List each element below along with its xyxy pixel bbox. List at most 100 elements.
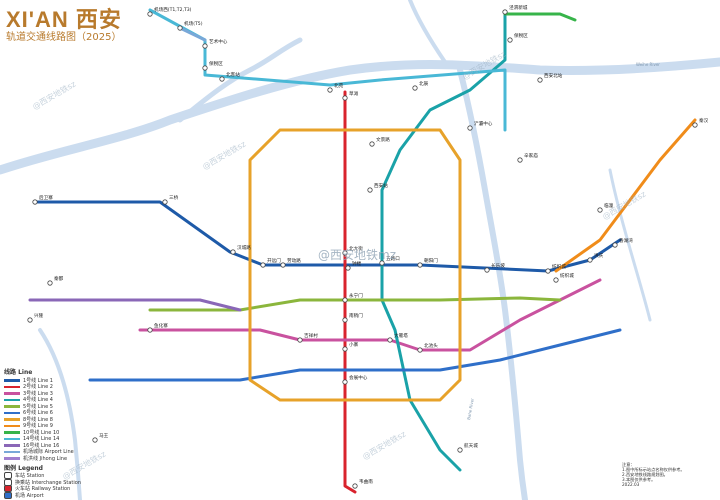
station-label: 机场(T5): [184, 20, 203, 27]
station-marker[interactable]: [342, 95, 348, 101]
note-line: 2.西安地铁线路规划图。: [622, 472, 668, 477]
station-marker[interactable]: [202, 65, 208, 71]
station-marker[interactable]: [612, 242, 618, 248]
station-label: 浐灞中心: [474, 120, 493, 127]
station-label: 洪庆: [594, 252, 604, 259]
legend-line-row: 16号线 Line 16: [4, 442, 86, 449]
station-marker[interactable]: [417, 347, 423, 353]
station-label: 永宁门: [349, 292, 363, 299]
station-marker[interactable]: [230, 249, 236, 255]
station-marker[interactable]: [553, 277, 559, 283]
legend-line-row: 9号线 Line 9: [4, 423, 86, 430]
station-label: 北大街: [349, 245, 363, 252]
station-label: 吉祥村: [304, 332, 318, 339]
line-3: [138, 278, 602, 352]
legend-line-row: 机场城际 Airport Line: [4, 449, 86, 456]
station-label: 西安站: [374, 182, 388, 189]
station-marker[interactable]: [517, 157, 523, 163]
station-label: 五路口: [386, 255, 400, 262]
map-title-en: XI'AN 西安: [6, 7, 122, 32]
station-marker[interactable]: [484, 267, 490, 273]
legend-symbol-label: 火车站 Railway Station: [15, 486, 71, 493]
station-marker[interactable]: [342, 297, 348, 303]
station-marker[interactable]: [177, 25, 183, 31]
station-marker[interactable]: [260, 262, 266, 268]
legend-line-label: 6号线 Line 6: [23, 410, 53, 417]
station-marker[interactable]: [537, 77, 543, 83]
legend-line-label: 5号线 Line 5: [23, 403, 53, 410]
legend-line-swatch: [4, 431, 20, 434]
legend-symbols-title: 图例 Legend: [4, 464, 43, 472]
station-marker[interactable]: [502, 9, 508, 15]
center-watermark: @西安地铁mz: [318, 248, 396, 262]
station-label: 西安北站: [544, 72, 563, 79]
station-marker[interactable]: [342, 379, 348, 385]
line-5: [148, 296, 562, 312]
station-label: 北池头: [424, 342, 438, 349]
station-marker[interactable]: [379, 260, 385, 266]
legend-line-label: 10号线 Line 10: [23, 429, 60, 436]
legend-line-row: 3号线 Line 3: [4, 390, 86, 397]
legend-symbol-label: 车站 Station: [15, 473, 45, 480]
station-marker[interactable]: [367, 187, 373, 193]
station-marker[interactable]: [327, 87, 333, 93]
station-label: 后卫寨: [39, 194, 53, 201]
station-marker[interactable]: [597, 207, 603, 213]
legend-line-swatch: [4, 385, 20, 388]
station-label: 纺织城: [552, 263, 566, 270]
station-marker[interactable]: [147, 327, 153, 333]
legend-line-swatch: [4, 450, 20, 453]
station-marker[interactable]: [162, 199, 168, 205]
station-marker[interactable]: [342, 317, 348, 323]
station-label: 劳动路: [287, 257, 301, 264]
station-marker[interactable]: [457, 447, 463, 453]
station-marker[interactable]: [27, 317, 33, 323]
station-marker[interactable]: [692, 122, 698, 128]
station-marker[interactable]: [467, 125, 473, 131]
legend-line-swatch: [4, 444, 20, 447]
note-line: 注意：: [622, 462, 635, 467]
station-marker[interactable]: [297, 337, 303, 343]
legend-line-swatch: [4, 392, 20, 395]
legend-line-swatch: [4, 437, 20, 440]
station-marker[interactable]: [92, 437, 98, 443]
line-8: [248, 128, 462, 402]
station-marker[interactable]: [412, 85, 418, 91]
legend-line-label: 1号线 Line 1: [23, 377, 53, 384]
station-marker[interactable]: [507, 37, 513, 43]
station-marker[interactable]: [587, 257, 593, 263]
station-marker[interactable]: [387, 337, 393, 343]
station-marker[interactable]: [352, 483, 358, 489]
legend-line-swatch: [4, 411, 20, 414]
station-marker[interactable]: [342, 250, 348, 256]
legend-lines-title: 线路 Line: [4, 369, 33, 376]
station-marker[interactable]: [417, 262, 423, 268]
legend-symbol-label: 机场 Airport: [15, 492, 44, 499]
station-marker[interactable]: [345, 265, 351, 271]
legend-line-row: 4号线 Line 4: [4, 397, 86, 403]
station-marker[interactable]: [47, 280, 53, 286]
station-marker[interactable]: [280, 262, 286, 268]
legend-line-swatch: [4, 418, 20, 421]
station-marker[interactable]: [147, 11, 153, 17]
station-marker[interactable]: [32, 199, 38, 205]
station-marker[interactable]: [369, 141, 375, 147]
station-label: 辛家庙: [524, 152, 538, 159]
west-river: [38, 328, 82, 500]
map-notes: 注意：1.图中所标示站点名称仅供参考。2.西安地铁线路规划图。3.本图仅供参考。…: [622, 462, 714, 487]
legend-line-label: 3号线 Line 3: [23, 390, 53, 397]
station-marker[interactable]: [342, 346, 348, 352]
legend-line-label: 9号线 Line 9: [23, 423, 53, 430]
station-marker[interactable]: [202, 43, 208, 49]
station-label: 北客站: [226, 71, 240, 78]
legend-line-label: 机场城际 Airport Line: [23, 449, 74, 456]
legend-line-swatch: [4, 398, 20, 401]
legend-line-swatch: [4, 379, 20, 382]
station-marker[interactable]: [545, 268, 551, 274]
station-label: 临潼: [604, 202, 614, 209]
map-title-cn: 轨道交通线路图（2025）: [6, 32, 122, 43]
station-marker[interactable]: [219, 76, 225, 82]
ba-river: [457, 67, 528, 500]
